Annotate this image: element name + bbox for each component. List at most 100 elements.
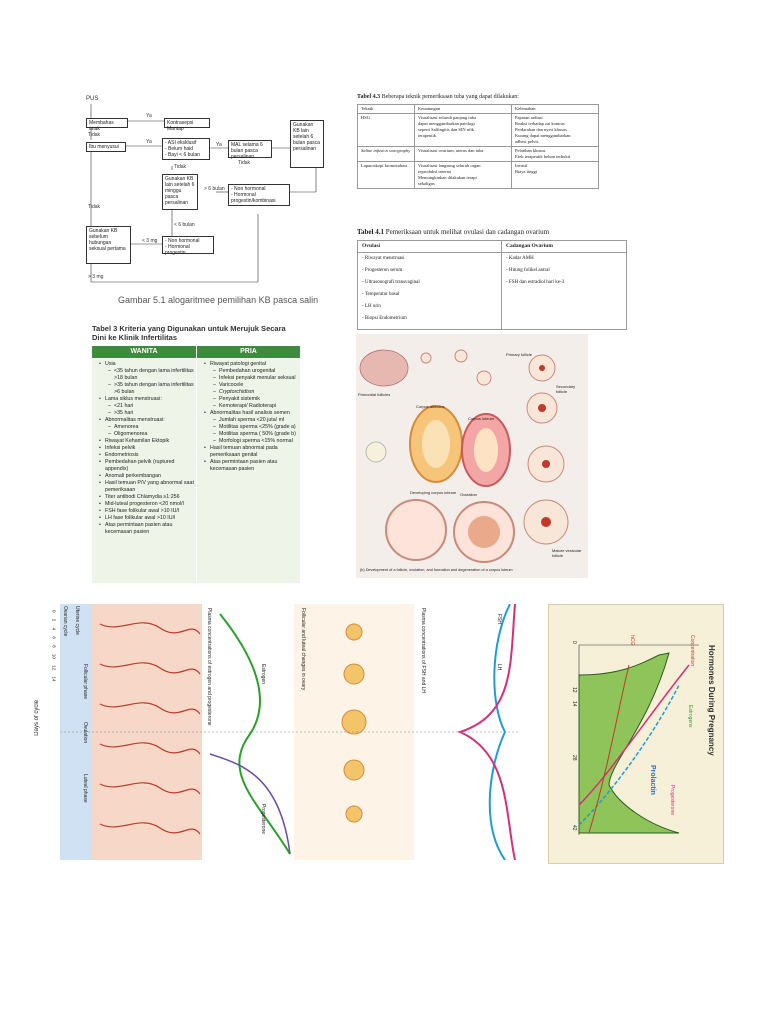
day-tick: 12	[51, 665, 57, 671]
list-item: Infeksi pelvik	[99, 445, 194, 452]
tick-28: 28	[571, 755, 577, 761]
label-hcg: hCG	[629, 635, 635, 646]
sub-item: Infeksi penyakit menular seksual	[213, 375, 298, 382]
list-item: Endometriosis	[99, 452, 194, 459]
list-item: Kadar AMH	[506, 255, 622, 267]
list-item: FSH fase folikular awal >10 IU/l	[99, 508, 194, 515]
tabel41-title-bold: Tabel 4.1	[357, 228, 384, 236]
cell-keuntungan: Visualisasi langsung seluruh organ repro…	[414, 161, 512, 189]
sub-item: Morfologi sperma <15% normal	[213, 438, 298, 445]
label-primordial: Primordial follicles	[358, 392, 391, 397]
node-gunakan-right: Gunakan KB lain setelah 6 bulan pasca pe…	[290, 120, 324, 168]
label-primary: Primary follicle	[506, 352, 533, 357]
label-tidak: Tidak	[174, 164, 187, 170]
label-follicular-phase: Follicular phase	[82, 664, 88, 700]
list-item: LH urin	[362, 303, 497, 315]
list-item: Riwayat menstruasi	[362, 255, 497, 267]
list-item: Ultrasonografi transvaginal	[362, 279, 497, 291]
item-text: Riwayat patologi genital	[210, 361, 266, 367]
tabel43-title: Tabel 4.3 Beberapa teknik pemeriksaan tu…	[357, 94, 599, 100]
sub-item: Amenorea	[108, 424, 194, 431]
tick-12: 12	[571, 687, 577, 693]
sub-item: Jumlah sperma <20 juta/ ml	[213, 417, 298, 424]
cell-keuntungan: Visualisasi seluruh panjang tuba dapat m…	[414, 113, 512, 147]
label-estrogens: Estrogens	[687, 705, 693, 728]
flowchart-start: PUS	[86, 96, 99, 102]
list-item: Atas permintaan pasien atau kecemasan pa…	[204, 459, 298, 473]
label-panel-fsh-lh: Plasma concentrations of FSH and LH	[420, 608, 426, 694]
table-row: Riwayat menstruasi Progesteron serum Ult…	[357, 252, 627, 330]
item-text: Lama siklus menstruasi:	[105, 396, 162, 402]
cell-line: adhesi pelvis	[515, 139, 539, 144]
sub-item: Penyakit sistemik	[213, 396, 298, 403]
label-lt6: < 6 bulan	[174, 222, 195, 228]
list-item: Titer antibodi Chlamydia ≥1:256	[99, 494, 194, 501]
cell-line: Biaya tinggi	[515, 169, 538, 174]
sub-item: Motilitas sperma ( 50% (grade b)	[213, 431, 298, 438]
cell-line: Visualisasi ovarium, uterus dan tuba	[418, 148, 484, 153]
table-row: HSG Visualisasi seluruh panjang tuba dap…	[357, 113, 599, 147]
list-item: Biopsi Endometrium	[362, 315, 497, 327]
label-fsh: FSH	[496, 614, 502, 624]
label-ya: Ya	[146, 113, 152, 119]
cell-line: Reaksi terhadap zat kontras	[515, 121, 565, 126]
tick-14: 14	[571, 701, 577, 707]
node-ibu-menyusui: Ibu menyusui	[86, 142, 126, 152]
label-secondary: Secondary follicle	[556, 384, 576, 394]
sub-item: >35 hari	[108, 410, 194, 417]
pregnancy-chart	[578, 644, 699, 835]
pregnancy-title: Hormones During Pregnancy	[707, 645, 716, 756]
label-corpus-luteum: Corpus luteum	[468, 416, 495, 421]
node-non-hormonal-left: - Non hormonal - Hormonal progestin	[162, 236, 214, 256]
header-ovulasi: Ovulasi	[357, 240, 502, 253]
cell-line: sekaligus	[418, 181, 435, 186]
header-kelemahan: Kelemahan	[511, 104, 599, 114]
menstrual-cycle-figure: Ovarian cycle Uterine cycle Follicular p…	[60, 604, 520, 860]
tick-42: 42	[571, 825, 577, 831]
ovary-illustration	[359, 349, 569, 563]
day-tick: 8	[51, 645, 57, 648]
sub-item: >35 tahun dengan lama infertilitas >6 bu…	[108, 382, 194, 396]
cell-line: terapeutik	[418, 133, 436, 138]
cell-teknik: Saline infusion sonography	[357, 146, 415, 162]
tabel41-title: Tabel 4.1 Pemeriksaan untuk melihat ovul…	[357, 228, 617, 236]
list-item: Progesteron serum	[362, 267, 497, 279]
cell-line: Pelatihan khusus	[515, 148, 546, 153]
label-tidak: Tidak	[88, 204, 101, 210]
day-tick: 10	[51, 653, 57, 659]
label-luteal-phase: Luteal phase	[82, 774, 88, 803]
sub-item: Pembedahan urogenital	[213, 368, 298, 375]
list-item: FSH dan estradiol hari ke-3	[506, 279, 622, 291]
cell-line: reproduksi interna	[418, 169, 451, 174]
sub-item: <21 hari	[108, 403, 194, 410]
label-progesterone: Progesterone	[260, 804, 266, 835]
list-item: Temperatur basal	[362, 291, 497, 303]
list-item: Riwayat patologi genital Pembedahan urog…	[204, 361, 298, 410]
cell-kelemahan: Pelatihan khusus Efek terapeutik belum t…	[511, 146, 599, 162]
list-item: Hitung folikel antral	[506, 267, 622, 279]
node-mal: MAL selama 6 bulan pasca persalinan	[228, 140, 272, 160]
tabel41-title-rest: Pemeriksaan untuk melihat ovulasi dan ca…	[385, 228, 550, 236]
sub-item: Oligomenorea	[108, 431, 194, 438]
day-tick: 14	[51, 676, 57, 682]
list-item: Riwayat Kehamilan Ektopik	[99, 438, 194, 445]
cell-teknik: HSG	[357, 113, 415, 147]
node-gunakan-left: Gunakan KB sebelum hubungan seksual pert…	[86, 226, 131, 264]
tabel43-title-rest: Beberapa teknik pemeriksaan tuba yang da…	[381, 94, 519, 100]
label-lh: LH	[496, 664, 502, 671]
header-pria: PRIA	[197, 346, 300, 358]
list-item: Hasil temuan P/V yang abnormal saat peme…	[99, 480, 194, 494]
cell-kelemahan: Invasif Biaya tinggi	[511, 161, 599, 189]
node-non-hormonal-right: - Non hormonal - Hormonal progestin/komb…	[228, 184, 290, 206]
label-ovulation: Ovulation	[82, 722, 88, 744]
label-estrogen: Estrogen	[260, 664, 266, 685]
cell-cadangan: Kadar AMH Hitung folikel antral FSH dan …	[501, 252, 627, 330]
label-tidak: Tidak	[238, 160, 251, 166]
cycle-day-axis: 0 2 4 6 8 10 12 14	[46, 610, 56, 856]
cell-keuntungan: Visualisasi ovarium, uterus dan tuba	[414, 146, 512, 162]
list-item: Pembedahan pelvik (ruptured appendix)	[99, 459, 194, 473]
label-developing-corpus: Developing corpus luteum	[410, 490, 457, 495]
cell-line: Invasif	[515, 163, 528, 168]
cell-line: Kurang dapat menggambarkan	[515, 133, 571, 138]
item-text: Usia	[105, 361, 116, 367]
